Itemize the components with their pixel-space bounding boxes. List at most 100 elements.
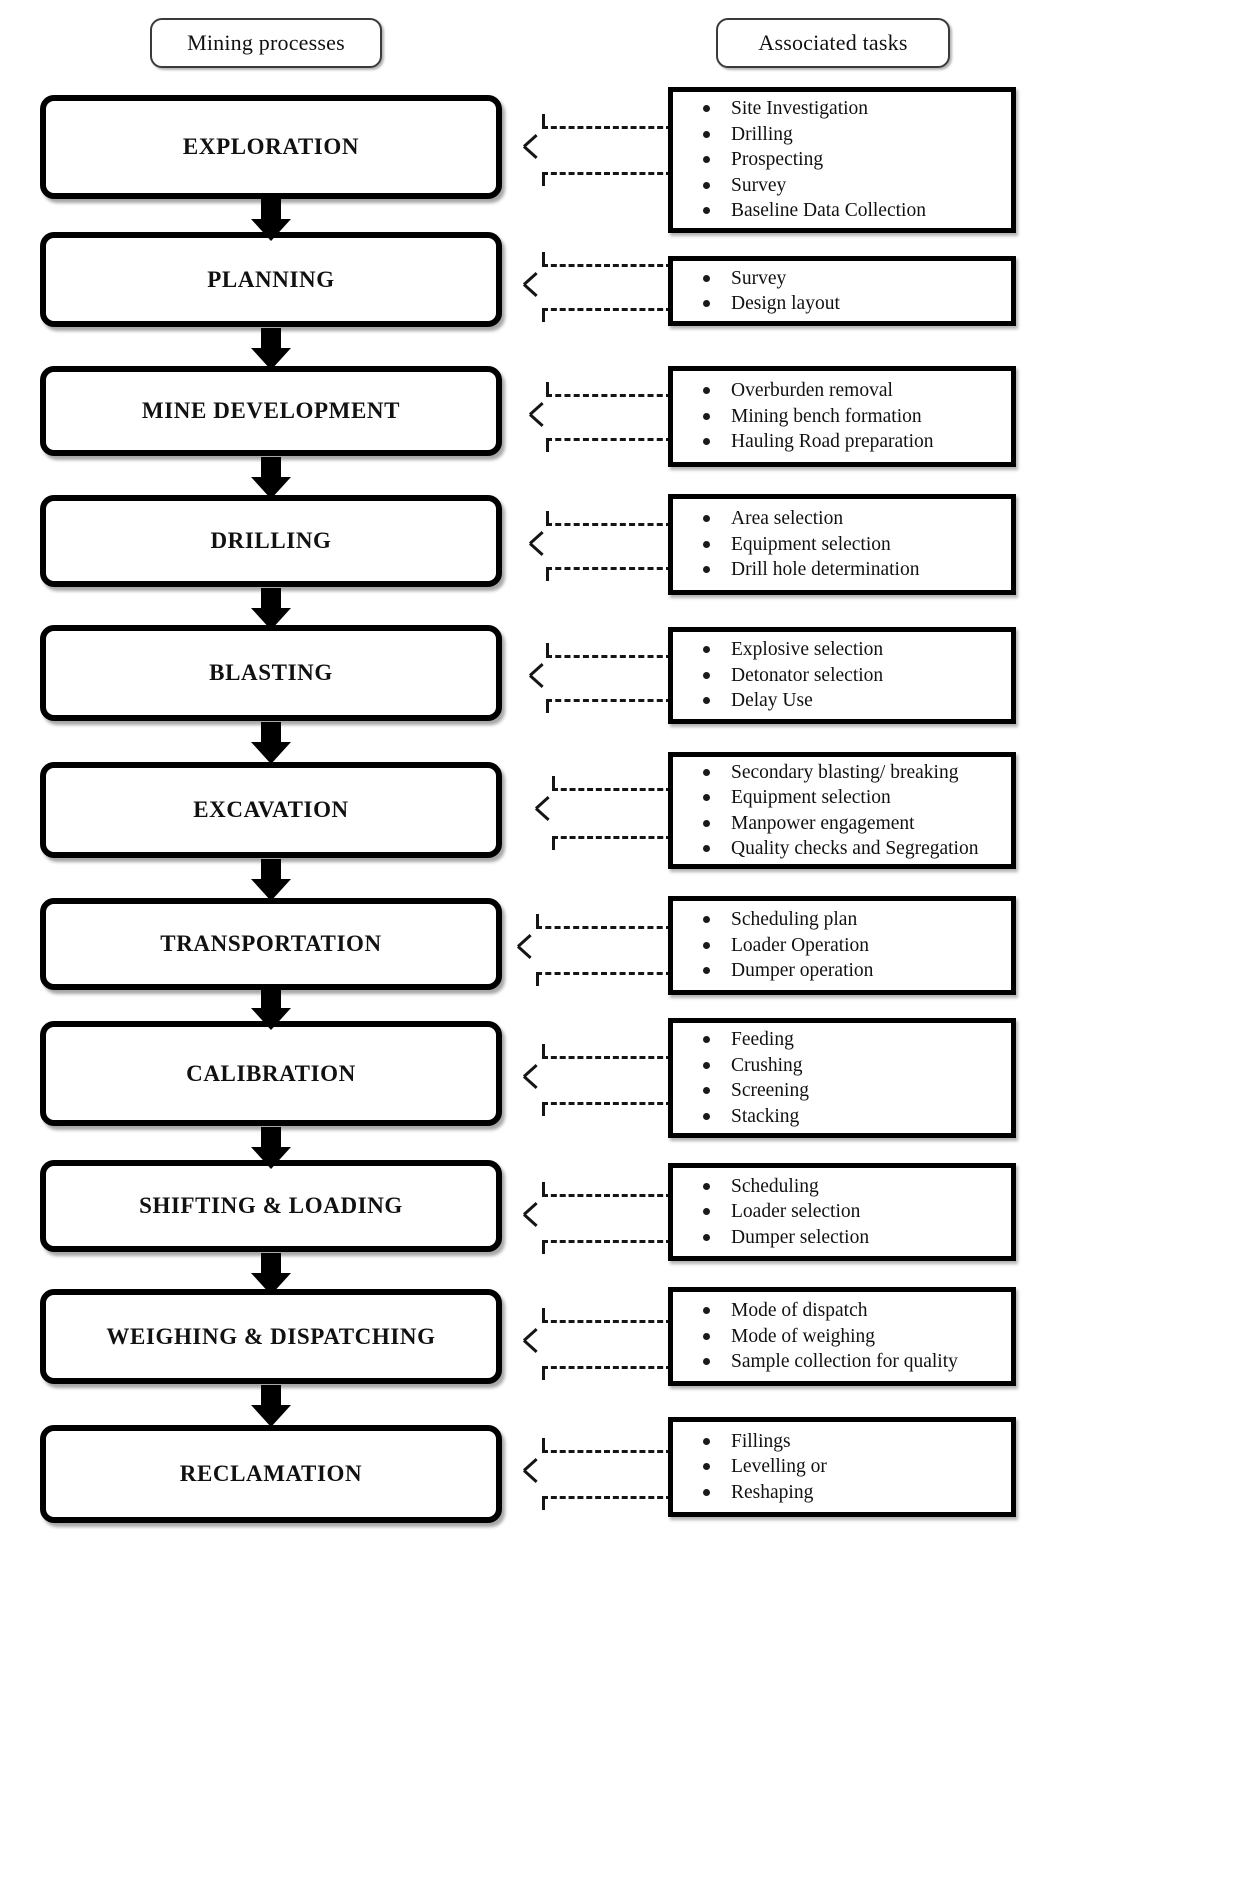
task-item: Site Investigation — [683, 96, 1003, 122]
bullet-icon — [703, 646, 710, 654]
connector-tick-bottom — [542, 1102, 545, 1116]
arrow-head — [251, 608, 291, 630]
task-list: Fillings Levelling or Reshaping — [683, 1429, 1003, 1506]
task-box-exploration[interactable]: Site Investigation Drilling Prospecting … — [668, 87, 1016, 233]
bullet-icon — [703, 697, 710, 705]
task-label: Delay Use — [731, 690, 813, 712]
arrow-shaft — [261, 1127, 281, 1149]
task-item: Equipment selection — [683, 532, 1003, 558]
connector-tick-bottom — [546, 438, 549, 452]
bullet-icon — [703, 156, 710, 164]
task-list: Scheduling Loader selection Dumper selec… — [683, 1174, 1003, 1251]
process-box-shifting-loading[interactable]: SHIFTING & LOADING — [40, 1160, 502, 1252]
connector-arrowhead — [530, 667, 546, 683]
bullet-icon — [703, 438, 710, 446]
task-label: Mode of weighing — [731, 1325, 876, 1347]
process-box-blasting[interactable]: BLASTING — [40, 625, 502, 721]
task-box-weighing-dispatching[interactable]: Mode of dispatch Mode of weighing Sample… — [668, 1287, 1016, 1386]
process-box-exploration[interactable]: EXPLORATION — [40, 95, 502, 199]
task-box-blasting[interactable]: Explosive selection Detonator selection … — [668, 627, 1016, 724]
task-item: Quality checks and Segregation — [683, 836, 1003, 862]
flow-arrow-down — [251, 199, 291, 241]
connector-dash-top — [542, 126, 672, 129]
bullet-icon — [703, 1087, 710, 1094]
bullet-icon — [703, 515, 710, 523]
task-label: Sample collection for quality — [731, 1351, 958, 1373]
task-item: Detonator selection — [683, 663, 1003, 689]
bullet-icon — [703, 768, 710, 776]
connector-dash-bottom — [552, 836, 672, 839]
process-box-planning[interactable]: PLANNING — [40, 232, 502, 327]
task-item: Feeding — [683, 1027, 1003, 1053]
task-item: Survey — [683, 173, 1003, 199]
process-label: EXPLORATION — [182, 134, 360, 159]
process-box-weighing-dispatching[interactable]: WEIGHING & DISPATCHING — [40, 1289, 502, 1384]
task-item: Screening — [683, 1078, 1003, 1104]
bullet-icon — [703, 1488, 710, 1496]
process-box-transportation[interactable]: TRANSPORTATION — [40, 898, 502, 990]
task-label: Reshaping — [731, 1481, 814, 1503]
process-label: DRILLING — [210, 528, 332, 553]
process-box-reclamation[interactable]: RECLAMATION — [40, 1425, 502, 1523]
task-item: Design layout — [683, 291, 1003, 317]
connector-tick-top — [546, 643, 549, 657]
task-label: Area selection — [731, 508, 844, 530]
bullet-icon — [703, 1437, 710, 1445]
arrow-head — [251, 1147, 291, 1169]
connector-mine-development — [530, 366, 673, 466]
connector-excavation — [536, 756, 673, 866]
task-label: Fillings — [731, 1430, 791, 1452]
task-item: Mode of dispatch — [683, 1298, 1003, 1324]
task-box-excavation[interactable]: Secondary blasting/ breaking Equipment s… — [668, 752, 1016, 869]
task-box-transportation[interactable]: Scheduling plan Loader Operation Dumper … — [668, 896, 1016, 995]
process-box-mine-development[interactable]: MINE DEVELOPMENT — [40, 366, 502, 456]
connector-arrowhead — [536, 800, 552, 816]
connector-shifting-loading — [524, 1164, 673, 1268]
bullet-icon — [703, 1307, 710, 1315]
task-list: Site Investigation Drilling Prospecting … — [683, 96, 1003, 224]
bullet-icon — [703, 412, 710, 420]
connector-tick-bottom — [542, 1496, 545, 1510]
connector-dash-bottom — [542, 172, 672, 175]
process-box-drilling[interactable]: DRILLING — [40, 495, 502, 587]
arrow-shaft — [261, 199, 281, 221]
task-label: Prospecting — [731, 149, 824, 171]
bullet-icon — [703, 916, 710, 924]
bullet-icon — [703, 845, 710, 852]
process-label: MINE DEVELOPMENT — [141, 398, 401, 423]
connector-tick-top — [546, 382, 549, 396]
task-label: Overburden removal — [731, 380, 893, 402]
process-box-excavation[interactable]: EXCAVATION — [40, 762, 502, 858]
connector-dash-top — [552, 788, 672, 791]
process-box-calibration[interactable]: CALIBRATION — [40, 1021, 502, 1126]
task-item: Delay Use — [683, 688, 1003, 714]
task-list: Secondary blasting/ breaking Equipment s… — [683, 760, 1003, 862]
connector-drilling — [530, 495, 673, 595]
task-box-planning[interactable]: Survey Design layout — [668, 256, 1016, 326]
bullet-icon — [703, 1036, 710, 1043]
flow-arrow-down — [251, 588, 291, 630]
task-box-reclamation[interactable]: Fillings Levelling or Reshaping — [668, 1417, 1016, 1517]
task-label: Dumper selection — [731, 1226, 870, 1248]
task-item: Mining bench formation — [683, 404, 1003, 430]
connector-tick-bottom — [542, 172, 545, 186]
task-box-shifting-loading[interactable]: Scheduling Loader selection Dumper selec… — [668, 1163, 1016, 1261]
connector-arrowhead — [524, 138, 540, 154]
task-label: Mining bench formation — [731, 405, 922, 427]
connector-tick-top — [536, 914, 539, 928]
task-label: Design layout — [731, 293, 840, 314]
bullet-icon — [703, 1061, 710, 1069]
task-box-mine-development[interactable]: Overburden removal Mining bench formatio… — [668, 366, 1016, 467]
bullet-icon — [703, 274, 710, 282]
task-item: Crushing — [683, 1053, 1003, 1079]
arrow-head — [251, 348, 291, 370]
connector-tick-top — [542, 1044, 545, 1058]
bullet-icon — [703, 1332, 710, 1340]
arrow-head — [251, 1008, 291, 1030]
task-box-drilling[interactable]: Area selection Equipment selection Drill… — [668, 494, 1016, 595]
task-label: Screening — [731, 1080, 809, 1101]
task-box-calibration[interactable]: Feeding Crushing Screening Stacking — [668, 1018, 1016, 1138]
arrow-head — [251, 1273, 291, 1295]
connector-transportation — [518, 896, 673, 1000]
task-label: Hauling Road preparation — [731, 431, 934, 453]
